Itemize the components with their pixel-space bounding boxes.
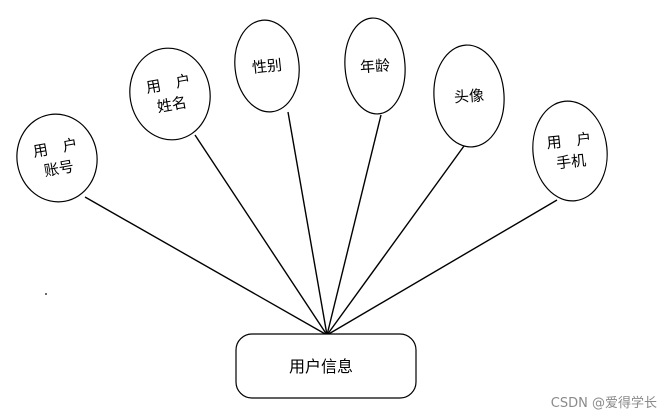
attribute-age: 年龄 xyxy=(344,17,406,115)
entity-label: 用户信息 xyxy=(289,357,353,376)
attribute-label: 账号 xyxy=(43,157,76,180)
attribute-account: 用 户账号 xyxy=(16,113,98,203)
attribute-ellipse xyxy=(433,44,505,148)
attribute-ellipse xyxy=(16,113,98,203)
attribute-label: 年龄 xyxy=(359,56,390,76)
entity-user-info: 用户信息 xyxy=(235,333,417,399)
connector-phone xyxy=(326,199,558,336)
connector-avatar xyxy=(326,145,465,336)
connector-account xyxy=(84,196,328,336)
attribute-ellipse xyxy=(532,100,608,202)
attribute-ellipse xyxy=(234,19,300,113)
connector-name xyxy=(194,134,328,336)
attribute-ellipse xyxy=(129,47,211,141)
attribute-label: 头像 xyxy=(453,86,484,106)
attribute-label: 手机 xyxy=(555,151,587,172)
attribute-label: 性别 xyxy=(251,56,283,77)
attribute-name: 用 户姓名 xyxy=(129,47,211,141)
attribute-avatar: 头像 xyxy=(433,44,505,148)
entity-box xyxy=(235,333,417,399)
attribute-ellipse xyxy=(344,17,406,115)
connector-gender xyxy=(287,111,328,336)
stray-dot xyxy=(45,293,47,295)
connector-age xyxy=(326,114,382,336)
watermark: CSDN @爱得学长 xyxy=(550,396,657,411)
attribute-gender: 性别 xyxy=(234,19,300,113)
attribute-label: 姓名 xyxy=(156,93,189,116)
attribute-label: 用 户 xyxy=(546,130,593,153)
attribute-phone: 用 户手机 xyxy=(532,100,608,202)
